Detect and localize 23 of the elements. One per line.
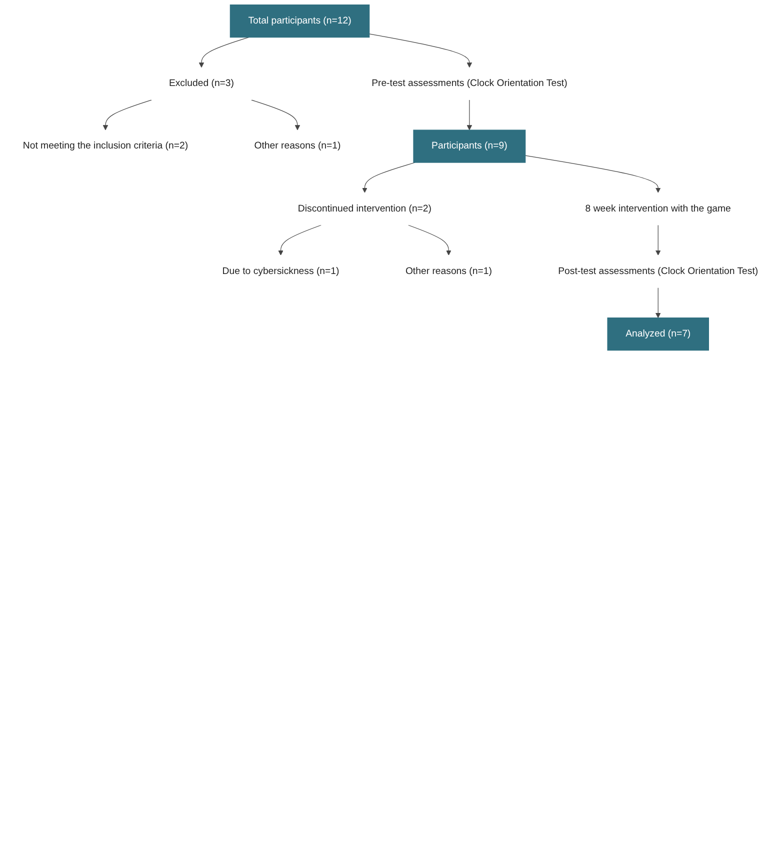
arrow	[466, 100, 472, 130]
arrow	[102, 100, 152, 130]
arrow	[278, 224, 322, 256]
node-text: Other reasons (n=1)	[405, 266, 492, 276]
node-text: Post-test assessments (Clock Orientation Test)	[558, 266, 758, 276]
node-text: Other reasons (n=1)	[254, 140, 341, 152]
node-text: Not meeting the inclusion criteria (n=2)	[22, 140, 188, 152]
node-box: Total participants (n=12)	[230, 4, 370, 38]
node-text: Due to cybersickness (n=1)	[222, 266, 340, 276]
arrow	[525, 155, 661, 193]
node-text: Excluded (n=3)	[168, 78, 234, 88]
arrow	[655, 224, 661, 256]
node-box: Participants (n=9)	[413, 130, 526, 163]
arrow	[369, 34, 472, 68]
arrow	[362, 162, 416, 193]
arrow	[198, 37, 250, 68]
node-text: Discontinued intervention (n=2)	[298, 203, 432, 214]
node-box: Analyzed (n=7)	[607, 318, 709, 351]
arrow	[408, 224, 452, 256]
node-text: Pre-test assessments (Clock Orientation Test)	[372, 78, 568, 88]
arrow	[251, 100, 300, 130]
node-text: 8 week intervention with the game	[585, 203, 731, 214]
arrow	[655, 287, 661, 318]
